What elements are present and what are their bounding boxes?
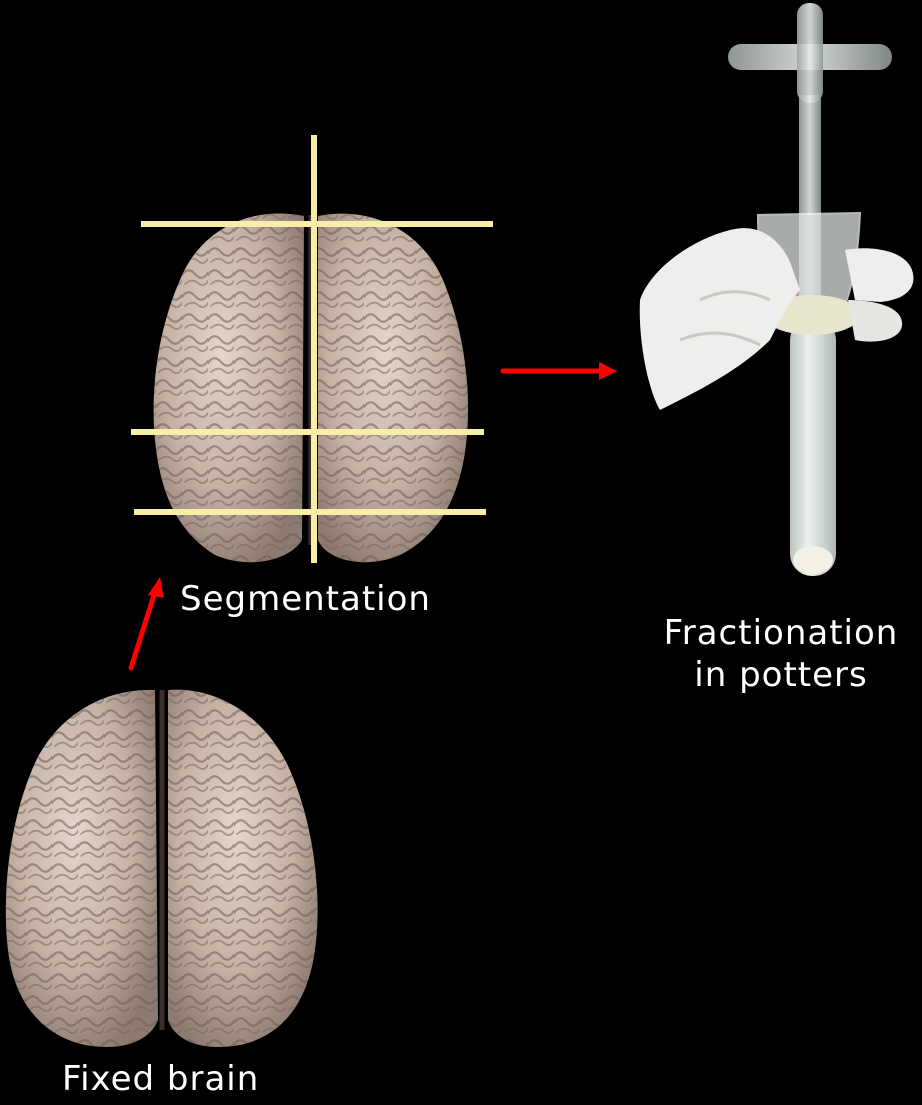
- potter-homogenizer-image: [640, 3, 914, 576]
- gloved-hand: [640, 228, 800, 410]
- arrow-segmentation-to-fractionation: [503, 362, 617, 380]
- fixed-brain-image: [6, 690, 318, 1047]
- homogenizer-tube: [790, 318, 836, 576]
- fractionation-label-line2: in potters: [640, 654, 922, 696]
- fixed-brain-label: Fixed brain: [62, 1058, 259, 1100]
- fractionation-label: Fractionation in potters: [640, 612, 922, 696]
- arrow-fixed-to-segmentation: [131, 577, 164, 668]
- fractionation-label-line1: Fractionation: [640, 612, 922, 654]
- segmentation-label: Segmentation: [180, 578, 431, 620]
